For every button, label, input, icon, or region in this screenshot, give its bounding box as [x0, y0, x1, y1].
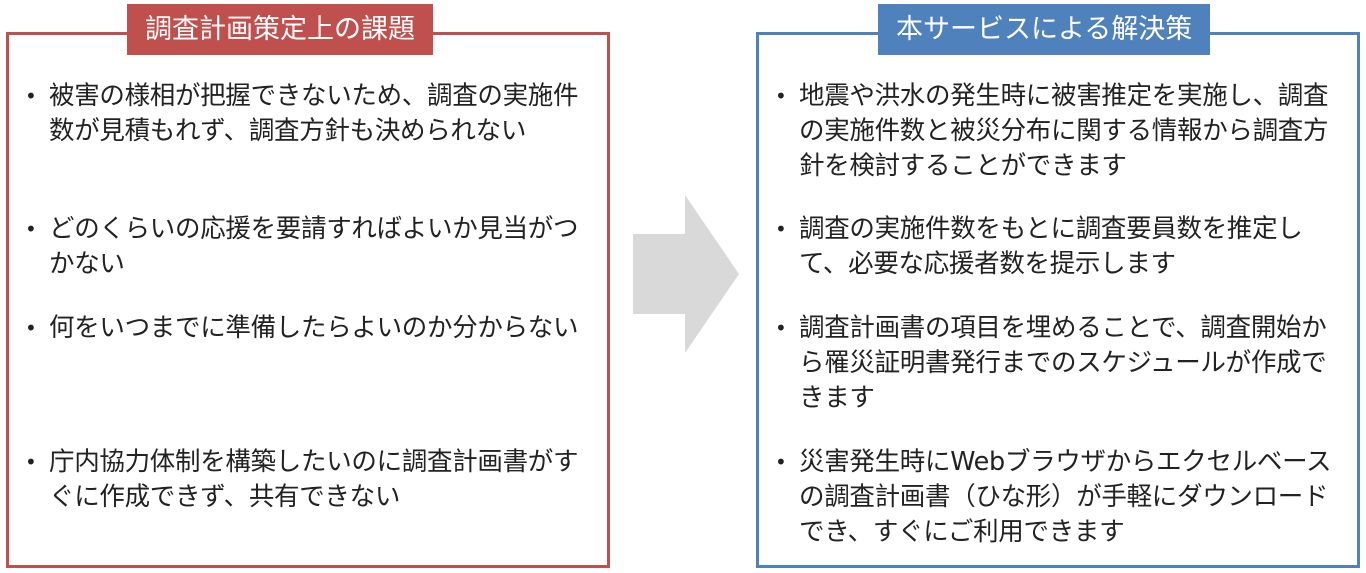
- list-item: •どのくらいの応援を要請すればよいか見当がつかない: [25, 214, 579, 279]
- list-item: •庁内協力体制を構築したいのに調査計画書がすぐに作成できず、共有できない: [25, 447, 579, 512]
- list-item: •地震や洪水の発生時に被害推定を実施し、調査の実施件数と被災分布に関する情報から…: [775, 81, 1329, 181]
- bullet-icon: •: [25, 84, 37, 108]
- bullet-icon: •: [775, 450, 787, 474]
- bullet-icon: •: [775, 316, 787, 340]
- list-item: •調査計画書の項目を埋めることで、調査開始から罹災証明書発行までのスケジュールが…: [775, 313, 1327, 413]
- right-panel: •地震や洪水の発生時に被害推定を実施し、調査の実施件数と被災分布に関する情報から…: [756, 32, 1360, 568]
- list-item: •調査の実施件数をもとに調査要員数を推定して、必要な応援者数を提示します: [775, 214, 1303, 279]
- bullet-icon: •: [25, 316, 37, 340]
- bullet-icon: •: [775, 217, 787, 241]
- right-panel-header: 本サービスによる解決策: [878, 4, 1211, 55]
- bullet-icon: •: [25, 450, 37, 474]
- right-arrow-icon: [633, 195, 739, 353]
- bullet-icon: •: [775, 84, 787, 108]
- bullet-icon: •: [25, 217, 37, 241]
- list-item: •災害発生時にWebブラウザからエクセルベースの調査計画書（ひな形）が手軽にダウ…: [775, 447, 1332, 547]
- list-item: •何をいつまでに準備したらよいのか分からない: [25, 311, 587, 346]
- left-panel: •被害の様相が把握できないため、調査の実施件数が見積もれず、調査方針も決められな…: [6, 32, 610, 568]
- list-item: •被害の様相が把握できないため、調査の実施件数が見積もれず、調査方針も決められな…: [25, 81, 579, 146]
- left-panel-header: 調査計画策定上の課題: [127, 4, 433, 55]
